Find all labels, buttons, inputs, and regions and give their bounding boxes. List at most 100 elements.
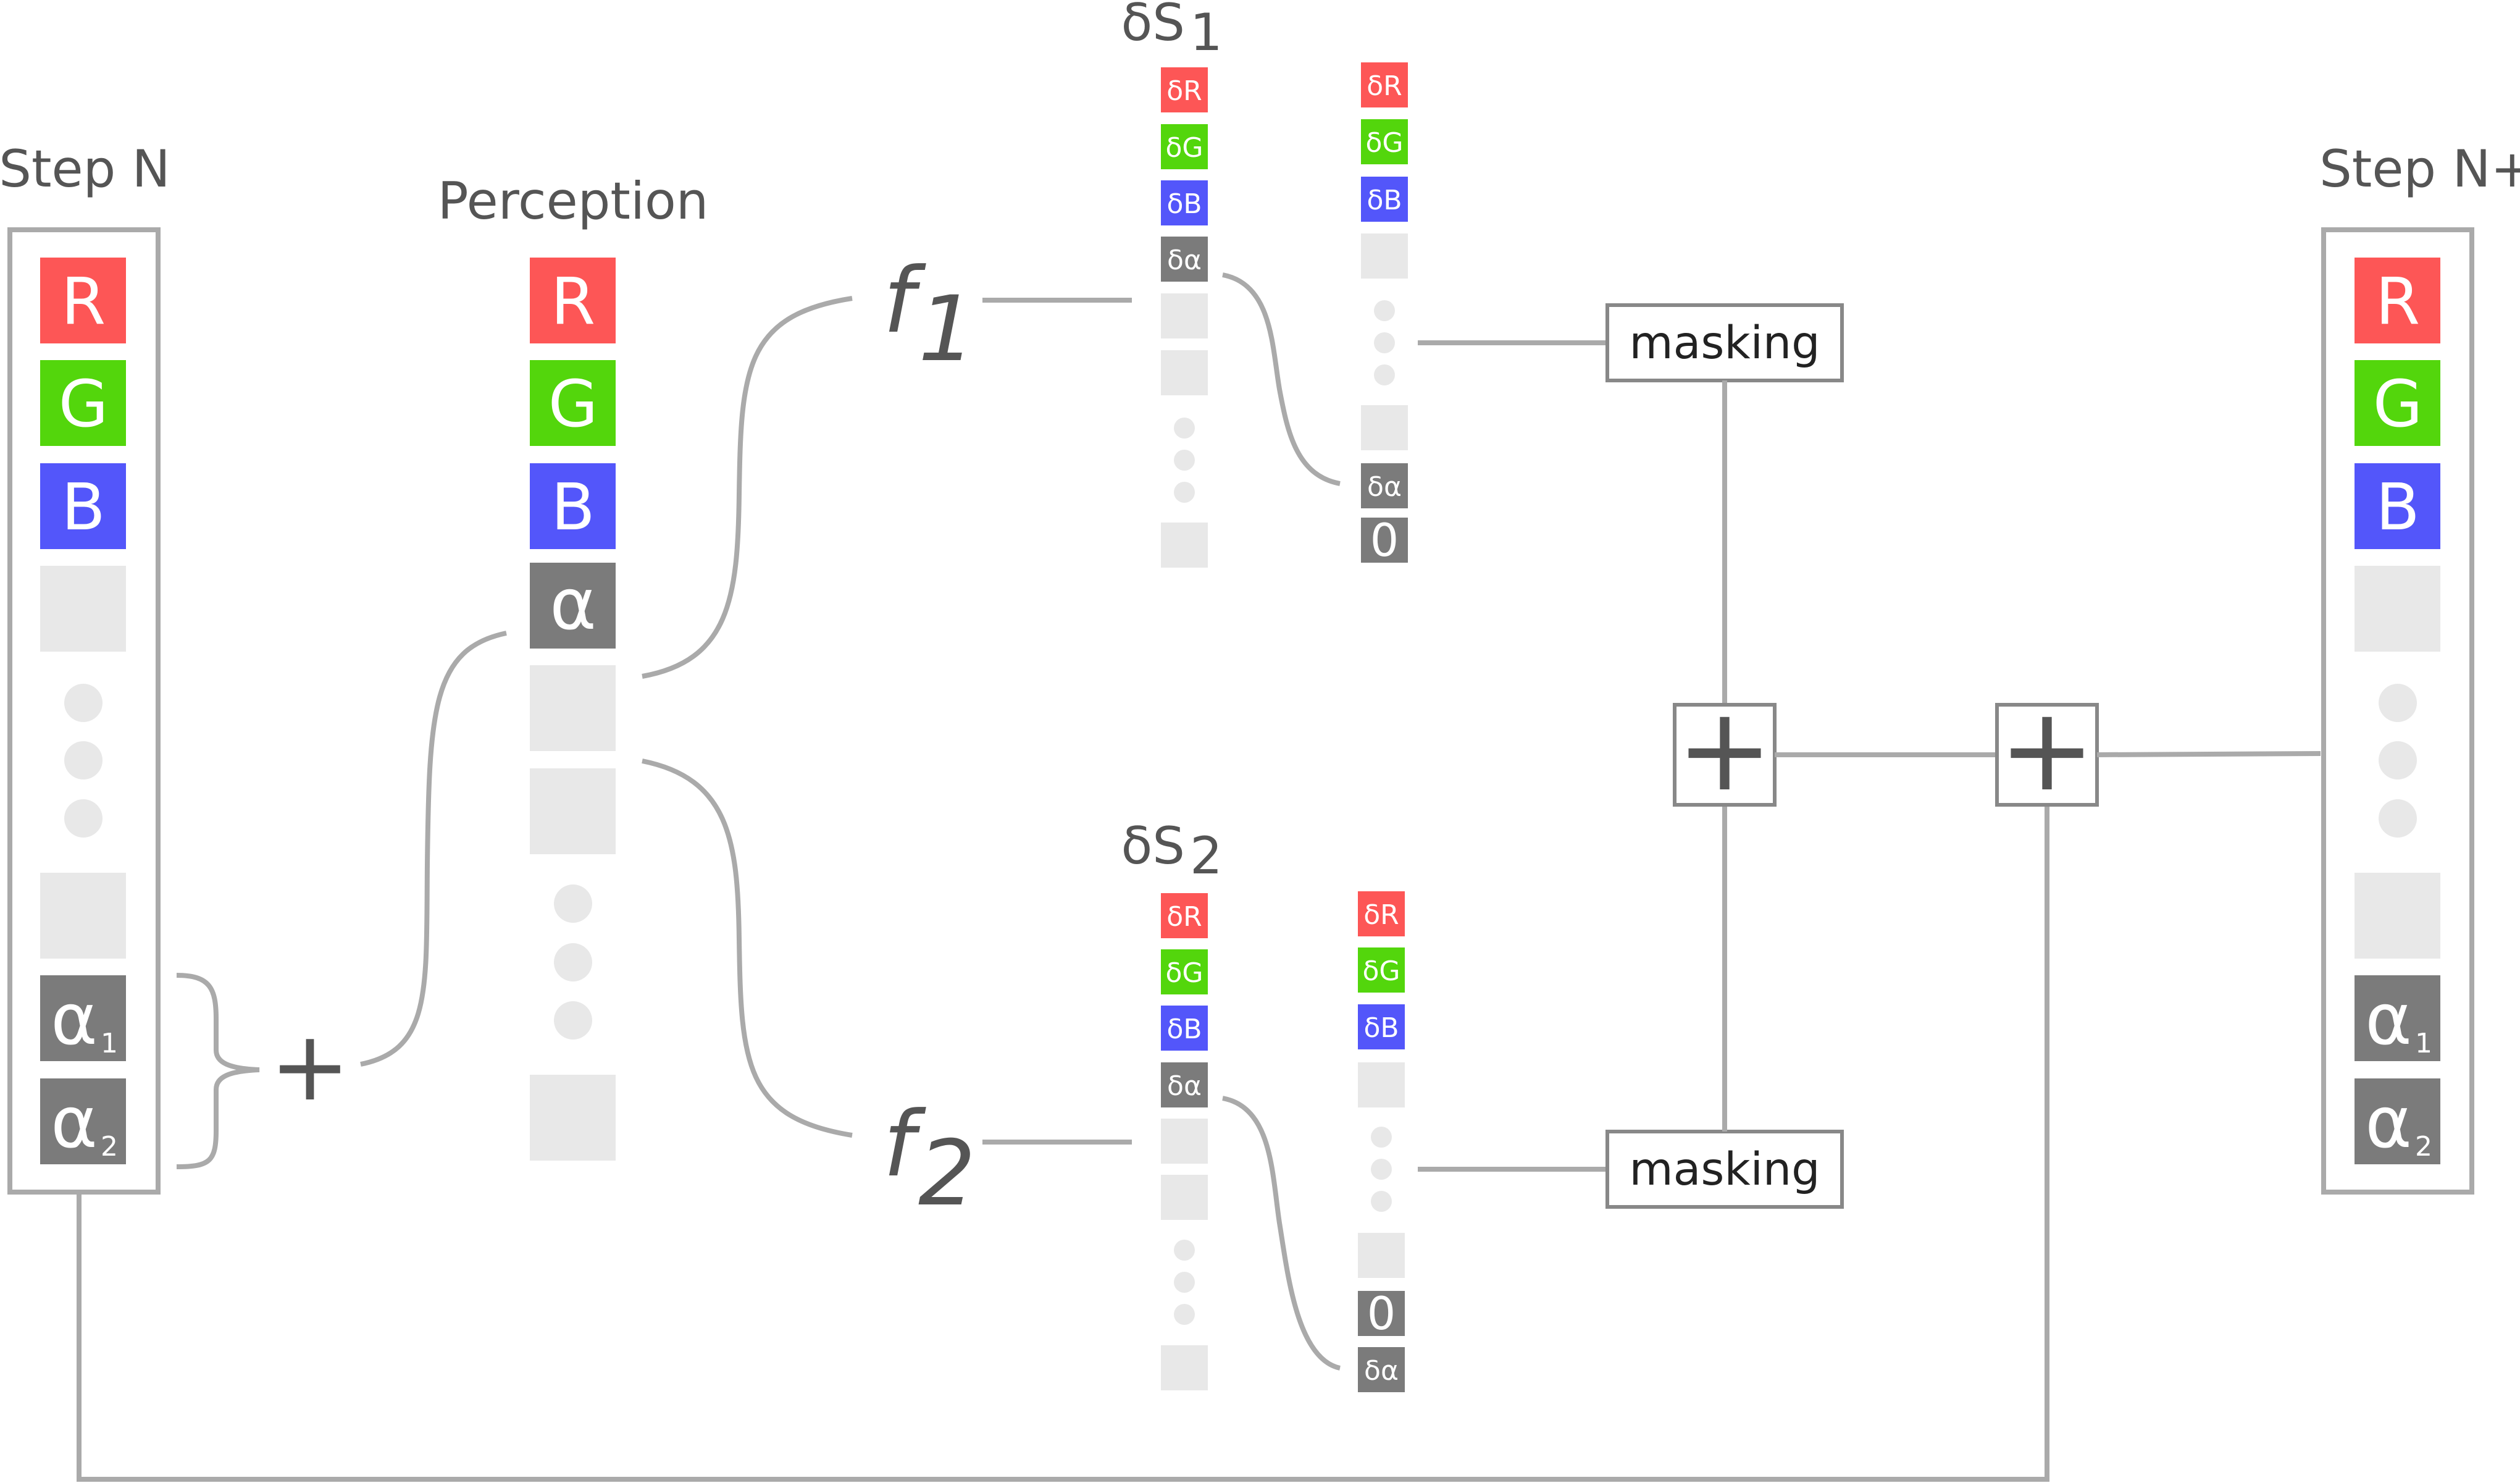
perception-cell-r [530, 258, 616, 343]
svg-text:α: α [550, 563, 597, 646]
masking-label-bottom: masking [1629, 1143, 1820, 1196]
ellipsis-dot [554, 1001, 592, 1040]
ellipsis-dot [2379, 799, 2417, 838]
ds1-cell-dr [1161, 67, 1208, 112]
ds1-cell-empty [1161, 293, 1208, 338]
svg-text:δG: δG [1165, 957, 1203, 989]
ds1-shifted-column: δR δG δB δα 0 [1361, 62, 1408, 567]
step-n-cell-alpha2 [40, 1078, 126, 1164]
ellipsis-dot [1371, 1159, 1392, 1180]
step-n-cell-g [40, 360, 126, 446]
ds1b-cell-dr [1361, 62, 1408, 107]
step-n1-cell-alpha1 [2355, 975, 2440, 1061]
ds1b-cell-zero [1361, 518, 1408, 563]
ds2-subscript: 2 [1190, 826, 1223, 886]
ellipsis-dot [64, 741, 103, 779]
svg-text:α: α [2365, 1082, 2412, 1164]
svg-text:δR: δR [1363, 899, 1399, 931]
step-n-label: Step N [0, 139, 170, 199]
step-n1-cells: R G B α 1 α 2 [2355, 258, 2440, 1164]
ds2-shifted-column: δR δG δB 0 δα [1358, 891, 1405, 1392]
ds2-cell-db [1161, 1006, 1208, 1051]
ds1-cell-db [1161, 180, 1208, 225]
ds2-cell-empty [1161, 1345, 1208, 1390]
ds1-label: δS [1121, 0, 1185, 53]
svg-text:δα: δα [1367, 471, 1402, 503]
svg-text:G: G [548, 366, 598, 442]
ellipsis-dot [1371, 1191, 1392, 1212]
sum-box-deltas-plus: + [1677, 683, 1773, 817]
ds1b-cell-db [1361, 177, 1408, 222]
perception-cell-empty [530, 768, 616, 854]
svg-text:δα: δα [1167, 1070, 1202, 1102]
arrow-to-f2 [642, 758, 853, 1138]
arrow-to-perception-alpha [360, 631, 507, 1067]
step-n1-cell-empty [2355, 873, 2440, 959]
ds2b-cell-empty [1358, 1233, 1405, 1278]
ds2-cell-da [1161, 1062, 1208, 1107]
step-n-cell-b [40, 463, 126, 549]
ds2b-cell-dr [1358, 891, 1405, 936]
ds2b-cell-empty [1358, 1062, 1405, 1107]
ds1b-cell-empty [1361, 233, 1408, 279]
svg-text:R: R [2376, 264, 2420, 339]
ds2-cell-empty [1161, 1119, 1208, 1164]
svg-text:δG: δG [1165, 132, 1203, 164]
ds2b-cell-zero [1358, 1291, 1405, 1336]
ds1b-cell-dg [1361, 119, 1408, 164]
sum-box-state-plus: + [1999, 683, 2096, 817]
ds1-cell-dg [1161, 124, 1208, 169]
ellipsis-dot [1371, 1127, 1392, 1148]
ds1-column: δR δG δB δα [1161, 67, 1208, 568]
ds2b-cell-dg [1358, 947, 1405, 993]
step-n-cells: R G B α 1 α 2 [40, 258, 126, 1164]
ellipsis-dot [1174, 1240, 1195, 1261]
svg-text:G: G [2373, 366, 2423, 442]
step-n-cell-alpha1 [40, 975, 126, 1061]
perception-cell-empty [530, 665, 616, 751]
perception-cells: R G B α [530, 258, 616, 1161]
perception-cell-empty [530, 1075, 616, 1161]
ds2b-cell-db [1358, 1004, 1405, 1049]
ellipsis-dot [1174, 482, 1195, 503]
svg-text:δR: δR [1166, 75, 1202, 107]
ds2-label: δS [1121, 816, 1185, 876]
ds1-subscript: 1 [1190, 2, 1223, 62]
step-n1-cell-r [2355, 258, 2440, 343]
ds1-cell-empty [1161, 523, 1208, 568]
masking-box-top [1605, 303, 1844, 382]
svg-text:B: B [551, 469, 595, 545]
ellipsis-dot [1174, 1304, 1195, 1325]
perception-cell-b [530, 463, 616, 549]
perception-cell-g [530, 360, 616, 446]
svg-text:α: α [51, 1082, 98, 1164]
ellipsis-dot [554, 943, 592, 981]
perception-label: Perception [438, 171, 709, 231]
step-n1-label: Step N+1 [2319, 139, 2520, 199]
svg-text:2: 2 [101, 1131, 118, 1162]
ellipsis-dot [2379, 741, 2417, 779]
ds1b-cell-empty [1361, 405, 1408, 450]
f1-subscript: 1 [918, 277, 976, 382]
perception-cell-alpha [530, 563, 616, 649]
ellipsis-dot [1174, 450, 1195, 471]
svg-text:δB: δB [1166, 1014, 1202, 1045]
ellipsis-dot [1374, 332, 1395, 353]
ellipsis-dot [1174, 1272, 1195, 1293]
step-n1-cell-b [2355, 463, 2440, 549]
skip-connection [77, 806, 2049, 1482]
ellipsis-dot [1374, 364, 1395, 385]
step-n-frame [7, 227, 161, 1195]
svg-text:δB: δB [1367, 185, 1402, 216]
ds1-cell-empty [1161, 350, 1208, 395]
svg-text:0: 0 [1367, 1288, 1396, 1340]
ellipsis-dot [1374, 300, 1395, 321]
arrow-to-step-n1 [2096, 751, 2321, 757]
ds2-cell-dr [1161, 893, 1208, 938]
ds1b-cell-da [1361, 463, 1408, 508]
step-n1-frame [2321, 227, 2474, 1195]
svg-text:0: 0 [1370, 515, 1399, 567]
svg-text:2: 2 [2415, 1131, 2432, 1162]
svg-text:δG: δG [1365, 127, 1403, 159]
